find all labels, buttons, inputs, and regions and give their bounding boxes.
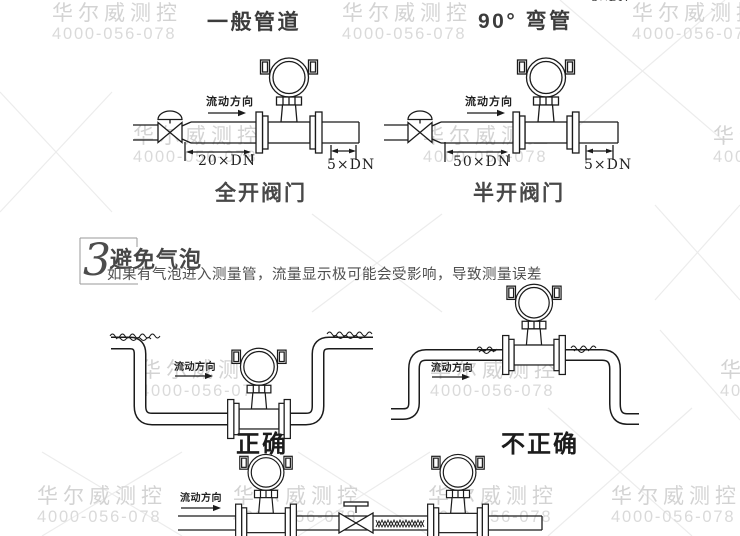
diagram-elbow-drawing	[384, 57, 619, 162]
upstream-dimension-label: 20×DN	[198, 153, 257, 169]
diagram-valve-downstream-drawing	[178, 453, 543, 536]
ground-hatch	[109, 331, 373, 341]
diagram-incorrect-drawing	[391, 283, 639, 425]
flow-direction-label: 流动方向	[180, 493, 222, 504]
valve-half-open-caption: 半开阀门	[473, 182, 565, 205]
incorrect-caption: 不正确	[501, 429, 579, 458]
flow-direction-label: 流动方向	[174, 362, 216, 373]
section-number-frame	[79, 237, 138, 285]
section-heading: 避免气泡	[110, 247, 203, 272]
dimension-5dn	[330, 145, 357, 160]
downstream-dimension-label: 5×DN	[584, 157, 633, 173]
downstream-dimension-label: 5×DN	[327, 157, 376, 173]
section-description: 如果有气泡进入测量管，流量显示极可能会受影响，导致测量误差	[107, 267, 542, 283]
flow-arrow	[467, 109, 505, 117]
flow-direction-label: 流动方向	[465, 96, 513, 108]
ground-hatch	[476, 345, 597, 354]
flow-arrow	[175, 372, 213, 380]
upstream-dimension-label: 50×DN	[453, 154, 512, 170]
flow-arrow	[208, 109, 246, 117]
flow-direction-label: 流动方向	[431, 363, 473, 374]
clipped-top-dim-label: 5×DN	[591, 0, 629, 5]
flow-arrow	[432, 373, 470, 381]
elbow-title: 90° 弯管	[478, 10, 573, 33]
correct-caption: 正确	[236, 429, 288, 458]
diagram-correct-drawing	[109, 331, 373, 440]
flow-direction-label: 流动方向	[206, 96, 254, 108]
valve-fully-open-caption: 全开阀门	[215, 182, 307, 205]
section-number: 3	[83, 235, 111, 286]
general-pipeline-title: 一般管道	[207, 11, 301, 34]
dimension-50dn	[444, 142, 510, 162]
bubble-hatch	[375, 518, 425, 529]
dimension-5dn	[585, 145, 614, 160]
flow-arrow	[181, 504, 221, 512]
diagram-general-drawing	[133, 57, 360, 161]
dimension-20dn	[184, 142, 253, 161]
